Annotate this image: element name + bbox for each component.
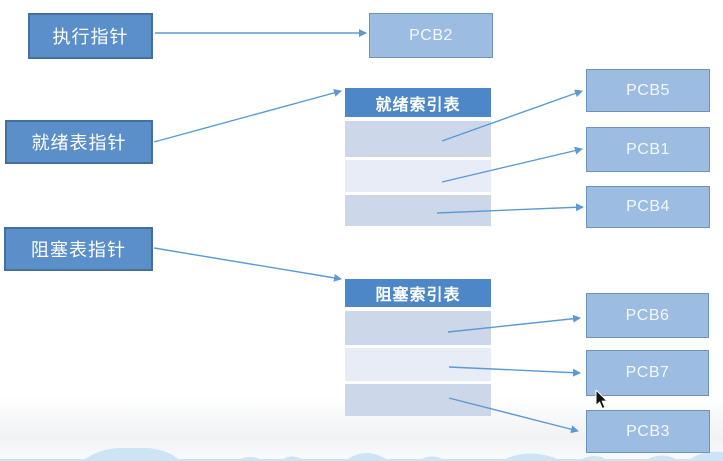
blocked-pointer-label: 阻塞表指针	[31, 240, 126, 260]
pcb1-label: PCB1	[626, 140, 670, 158]
blocked-table-row-2	[345, 348, 491, 381]
pcb4-box: PCB4	[586, 186, 710, 228]
blocked-table-row-3	[345, 384, 491, 416]
pcb2-box: PCB2	[369, 13, 493, 58]
ready-pointer-label: 就绪表指针	[31, 133, 127, 153]
pcb1-box: PCB1	[586, 127, 710, 172]
pcb3-box: PCB3	[586, 410, 710, 453]
ready-table-row-3	[345, 195, 491, 226]
blocked-index-table-title: 阻塞索引表	[345, 279, 491, 307]
blocked-table-row-1	[345, 311, 491, 345]
blocked-index-table: 阻塞索引表	[345, 279, 491, 416]
exec-pointer-label: 执行指针	[52, 27, 129, 47]
pcb7-label: PCB7	[625, 364, 670, 381]
blocked-pointer-box: 阻塞表指针	[4, 227, 153, 271]
ready-table-row-1	[345, 121, 491, 157]
pcb2-label: PCB2	[409, 26, 453, 44]
pcb6-label: PCB6	[625, 306, 670, 324]
pcb5-box: PCB5	[586, 69, 710, 112]
pcb4-label: PCB4	[626, 198, 670, 215]
arrow-blocked-to-table	[153, 247, 342, 282]
ready-pointer-box: 就绪表指针	[5, 120, 153, 164]
ready-index-table-title: 就绪索引表	[345, 88, 491, 117]
exec-pointer-box: 执行指针	[28, 13, 153, 59]
pcb6-box: PCB6	[586, 293, 709, 338]
pcb7-box: PCB7	[586, 350, 709, 396]
pcb3-label: PCB3	[626, 422, 670, 440]
mouse-cursor-icon	[595, 390, 609, 410]
ready-table-row-2	[345, 160, 491, 192]
pcb5-label: PCB5	[626, 81, 670, 99]
arrow-ready-to-table	[153, 88, 342, 143]
ready-index-table: 就绪索引表	[345, 88, 491, 226]
